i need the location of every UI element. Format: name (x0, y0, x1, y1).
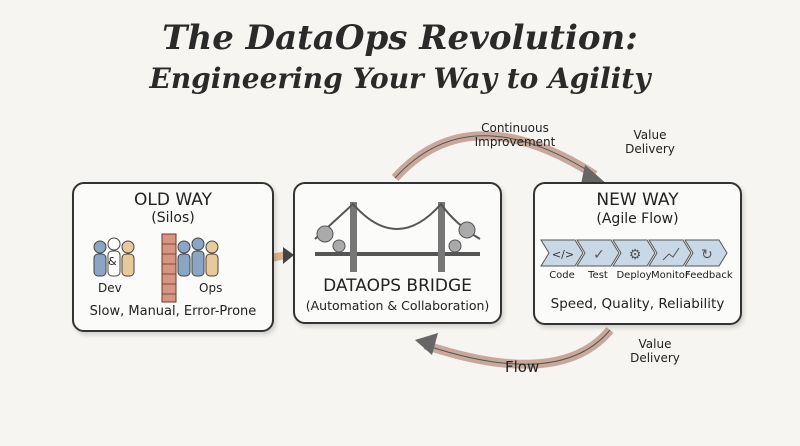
flow-label: Flow (505, 358, 540, 376)
old-way-box: OLD WAY (Silos) & Dev Ops Slow, Manual, … (72, 182, 274, 332)
gear-icon: ⚙ (629, 247, 642, 263)
step-test-label: Test (588, 270, 608, 281)
code-icon: </> (552, 248, 574, 261)
old-way-sub: (Silos) (151, 210, 195, 226)
value-delivery-bottom-label: Value Delivery (630, 337, 680, 365)
brick-wall-icon (161, 233, 177, 303)
new-way-box: NEW WAY (Agile Flow) </> ✓ ⚙ ↻ Code Test… (533, 182, 742, 325)
bridge-sub: (Automation & Collaboration) (305, 298, 490, 313)
ampersand: & (108, 255, 117, 268)
pipeline-chevrons: </> ✓ ⚙ ↻ (540, 239, 728, 267)
title-line-2: Engineering Your Way to Agility (149, 62, 651, 95)
arrowhead-bottom (415, 333, 438, 355)
refresh-icon: ↻ (701, 247, 713, 263)
step-code-label: Code (549, 270, 575, 281)
old-way-caption: Slow, Manual, Error-Prone (89, 304, 257, 319)
step-deploy-label: Deploy (616, 270, 652, 281)
new-way-caption: Speed, Quality, Reliability (550, 296, 725, 312)
chevron-shapes (540, 239, 728, 267)
people-icon (93, 237, 205, 277)
bridge-cable (314, 202, 481, 240)
people-icon (107, 237, 121, 277)
flow-arrow-outline (424, 329, 611, 365)
continuous-improvement-arrow-outline (394, 135, 596, 179)
arrowhead-top (581, 165, 608, 185)
bridge-tower (438, 202, 445, 272)
new-way-heading: NEW WAY (596, 190, 679, 210)
check-icon: ✓ (593, 247, 605, 263)
people-and-wall-icon (93, 233, 219, 303)
value-delivery-top-label: Value Delivery (625, 128, 675, 156)
dataops-bridge-box: DATAOPS BRIDGE (Automation & Collaborati… (293, 182, 502, 324)
brick-lines (162, 243, 176, 295)
dev-label: Dev (98, 281, 122, 295)
old-way-heading: OLD WAY (134, 190, 212, 210)
gear-icon (316, 221, 476, 253)
continuous-improvement-label: Continuous Improvement (474, 121, 556, 149)
step-feedback-label: Feedback (685, 270, 733, 281)
old-to-bridge-arrow (271, 251, 286, 262)
ops-label: Ops (199, 281, 223, 295)
title-line-1: The DataOps Revolution: (162, 18, 638, 58)
step-monitor-label: Monitor (651, 270, 690, 281)
people-icon (121, 240, 219, 277)
chart-icon (662, 247, 680, 261)
old-to-bridge-arrowhead (283, 247, 294, 264)
bridge-icon (314, 202, 481, 272)
new-way-sub: (Agile Flow) (596, 211, 679, 227)
bridge-heading: DATAOPS BRIDGE (323, 276, 472, 296)
bridge-tower (350, 202, 357, 272)
